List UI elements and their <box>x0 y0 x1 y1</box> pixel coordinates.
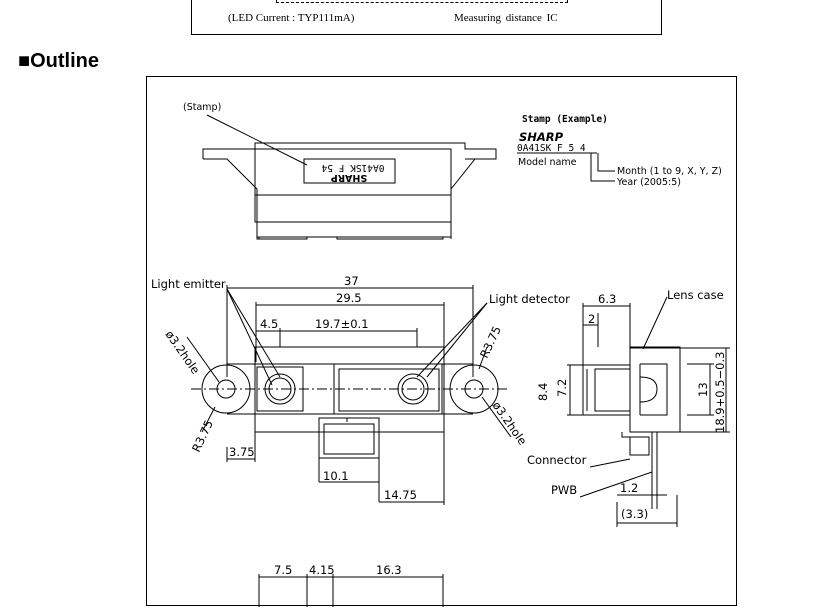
dim-4-15: 4.15 <box>309 563 335 577</box>
stamp-brand: SHARP <box>519 130 564 144</box>
pwb-label: PWB <box>551 483 577 497</box>
model-name-label: Model name <box>518 157 577 168</box>
dim-7-2: 7.2 <box>555 379 569 397</box>
dim-2: 2 <box>588 312 595 326</box>
dim-29-5: 29.5 <box>336 291 362 305</box>
light-emitter-label: Light emitter <box>151 277 226 291</box>
dashed-outline <box>276 0 568 3</box>
dim-18-9: 18.9+0.5−0.3 <box>713 352 727 433</box>
outline-svg: (Stamp) 0A41SK F 54 SHARP Stamp (Example… <box>151 102 730 607</box>
dim-14-75: 14.75 <box>384 488 417 502</box>
dim-16-3: 16.3 <box>376 563 402 577</box>
spec-box: (LED Current : TYP111mA) Measuring dista… <box>191 0 662 35</box>
lens-case-label: Lens case <box>667 288 724 302</box>
month-label: Month (1 to 9, X, Y, Z) <box>617 166 722 177</box>
stamp-model: 0A41SK F 5 4 <box>517 143 586 154</box>
dim-13: 13 <box>696 382 710 397</box>
bottom-view: 7.5 4.15 16.3 <box>258 563 444 607</box>
stamp-label: (Stamp) <box>183 102 221 113</box>
light-detector-label: Light detector <box>489 292 570 306</box>
stamp-view <box>202 114 497 240</box>
dim-7-5: 7.5 <box>274 563 292 577</box>
dim-19-7: 19.7±0.1 <box>315 317 369 331</box>
r-left-label: R3.75 <box>189 418 216 454</box>
front-view: 37 29.5 4.5 19.7±0.1 <box>186 274 512 505</box>
dim-8-4: 8.4 <box>536 383 550 401</box>
dim-4-5: 4.5 <box>260 317 278 331</box>
dim-3-75: 3.75 <box>229 445 255 459</box>
hole-right-label: ø3.2hole <box>490 399 530 448</box>
stamp-mirrored-brand: SHARP <box>331 172 367 183</box>
stamp-example-title: Stamp (Example) <box>522 114 608 125</box>
stamp-mirrored-model: 0A41SK F 54 <box>321 162 384 173</box>
led-current-label: (LED Current : TYP111mA) <box>228 12 355 24</box>
r-right-label: R3.75 <box>477 324 504 360</box>
dim-37: 37 <box>344 274 359 288</box>
dim-6-3: 6.3 <box>598 292 616 306</box>
hole-left-label: ø3.2hole <box>163 328 203 377</box>
side-view: 6.3 2 13 18.9+0.5−0.3 8.4 7.2 1.2 (3.3) <box>536 292 730 527</box>
connector-label: Connector <box>527 453 587 467</box>
measuring-ic-label: Measuring distance IC <box>454 12 558 24</box>
dim-3-3: (3.3) <box>621 507 648 521</box>
year-label: Year (2005:5) <box>616 177 681 188</box>
outline-drawing: (Stamp) 0A41SK F 54 SHARP Stamp (Example… <box>146 76 737 607</box>
dim-1-2: 1.2 <box>620 481 638 495</box>
dim-10-1: 10.1 <box>323 469 349 483</box>
section-heading: ■Outline <box>18 50 99 72</box>
